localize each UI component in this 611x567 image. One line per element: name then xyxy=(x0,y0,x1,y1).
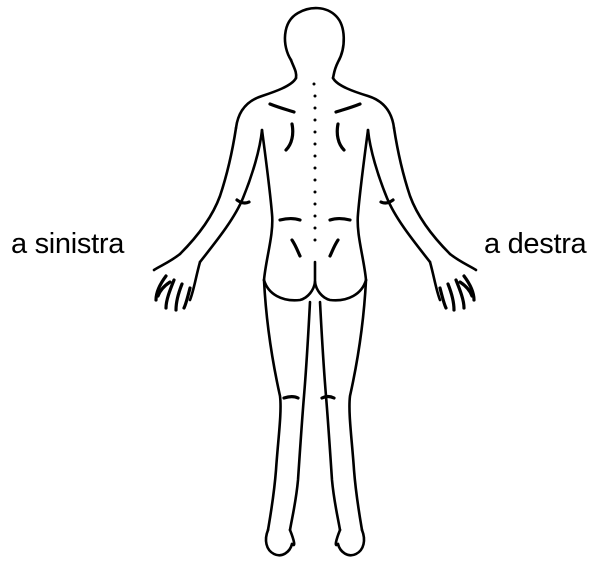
left-hand xyxy=(154,254,200,310)
right-arm xyxy=(368,128,450,262)
buttocks xyxy=(264,262,366,300)
label-left-side: a sinistra xyxy=(11,228,124,261)
legs xyxy=(264,280,366,530)
left-arm xyxy=(180,128,262,262)
knee-marks xyxy=(284,397,334,399)
spine xyxy=(313,83,317,242)
feet xyxy=(266,530,364,555)
head xyxy=(285,8,344,78)
right-hand xyxy=(430,254,476,310)
waist-marks xyxy=(280,219,350,257)
label-right-side: a destra xyxy=(484,228,586,261)
